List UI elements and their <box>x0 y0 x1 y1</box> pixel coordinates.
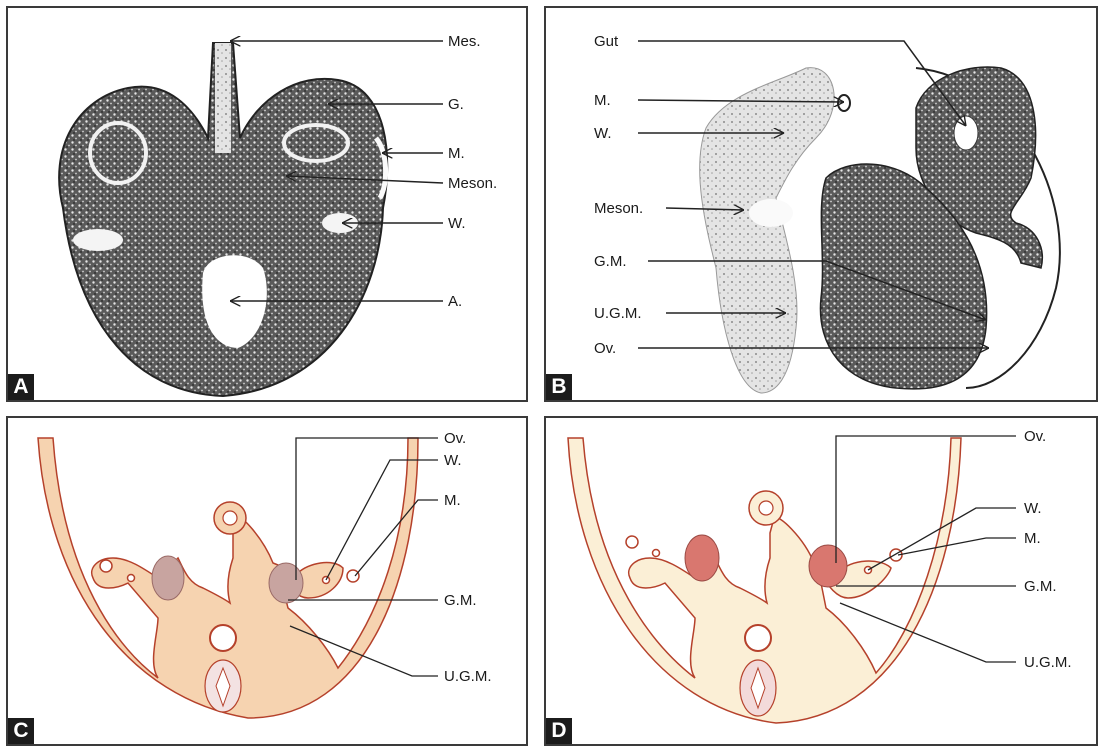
panel-d-leaders <box>836 436 1016 662</box>
label-gm-b: G.M. <box>594 253 627 270</box>
wolffian-left <box>73 229 123 251</box>
label-ov-d: Ov. <box>1024 428 1046 445</box>
label-g: G. <box>448 96 464 113</box>
gut-lumen-d <box>759 501 773 515</box>
label-mes: Mes. <box>448 33 481 50</box>
label-ov-c: Ov. <box>444 430 466 447</box>
mullerian-duct-b <box>838 95 850 111</box>
panel-letter-a: A <box>8 374 34 400</box>
mullerian-left-d <box>626 536 638 548</box>
label-w-b: W. <box>594 125 612 142</box>
label-a: A. <box>448 293 462 310</box>
gonad-left-c <box>152 556 184 600</box>
panel-letter-d: D <box>546 718 572 744</box>
gut-lumen-c <box>223 511 237 525</box>
panel-a-figure: Mes. G. M. Meson. W. A. <box>8 8 526 400</box>
label-gm-d: G.M. <box>1024 578 1057 595</box>
gut-lumen <box>954 116 978 150</box>
gonad-right-d <box>809 545 847 587</box>
panel-b-figure: Gut M. W. Meson. G.M. U.G.M. Ov. <box>546 8 1096 400</box>
panel-d-figure: Ov. W. M. G.M. U.G.M. <box>546 418 1096 744</box>
panel-c: Ov. W. M. G.M. U.G.M. C <box>6 416 528 746</box>
wolffian-left-d <box>653 550 660 557</box>
meson-lumen-b <box>749 199 793 227</box>
mesentery-strip <box>215 43 231 153</box>
label-m-b: M. <box>594 92 611 109</box>
label-meson-b: Meson. <box>594 200 643 217</box>
mullerian-left-c <box>100 560 112 572</box>
neural-d <box>745 625 771 651</box>
label-ugm-b: U.G.M. <box>594 305 642 322</box>
wolffian-left-c <box>128 575 135 582</box>
neural-c <box>210 625 236 651</box>
panel-letter-c: C <box>8 718 34 744</box>
label-meson: Meson. <box>448 175 497 192</box>
label-w: W. <box>448 215 466 232</box>
label-w-d: W. <box>1024 500 1042 517</box>
label-gm-c: G.M. <box>444 592 477 609</box>
label-ov-b: Ov. <box>594 340 616 357</box>
panel-letter-b: B <box>546 374 572 400</box>
label-ugm-d: U.G.M. <box>1024 654 1072 671</box>
label-ugm-c: U.G.M. <box>444 668 492 685</box>
label-m-d: M. <box>1024 530 1041 547</box>
panel-b: Gut M. W. Meson. G.M. U.G.M. Ov. B <box>544 6 1098 402</box>
label-m-c: M. <box>444 492 461 509</box>
mullerian-right-c <box>347 570 359 582</box>
label-m: M. <box>448 145 465 162</box>
panel-a: Mes. G. M. Meson. W. A. A <box>6 6 528 402</box>
label-w-c: W. <box>444 452 462 469</box>
label-gut: Gut <box>594 33 619 50</box>
gonad-left-d <box>685 535 719 581</box>
panel-c-figure: Ov. W. M. G.M. U.G.M. <box>8 418 526 744</box>
mesonephros-tissue <box>700 68 834 393</box>
panel-d: Ov. W. M. G.M. U.G.M. D <box>544 416 1098 746</box>
gonad-right-c <box>269 563 303 603</box>
